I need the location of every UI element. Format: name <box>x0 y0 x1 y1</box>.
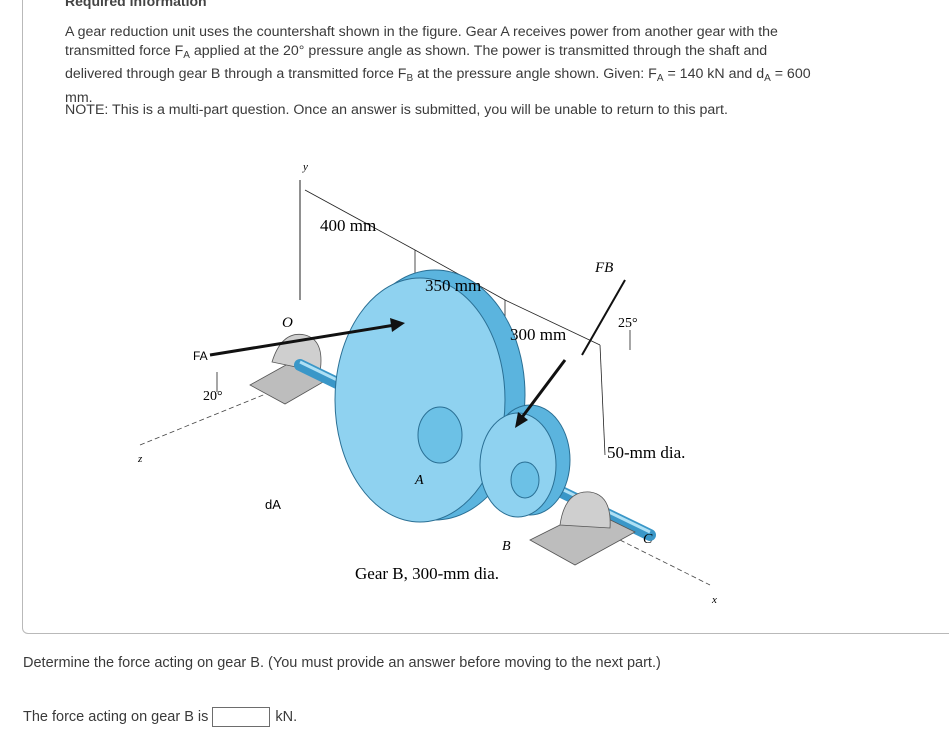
gear-a-face <box>334 277 506 523</box>
y-axis-label: y <box>302 161 308 173</box>
fb-label: FB <box>594 260 613 276</box>
prompt-line-1: A gear reduction unit uses the countersh… <box>65 24 778 40</box>
gear-b-caption: Gear B, 300-mm dia. <box>355 564 499 583</box>
z-axis-line <box>139 379 301 446</box>
dim-300-label: 300 mm <box>510 325 566 344</box>
shaft-dia-label: 50-mm dia. <box>607 443 685 462</box>
force-fb-arrow <box>518 359 567 421</box>
section-header: Required information <box>65 0 207 9</box>
gear-a-label: A <box>414 473 424 488</box>
problem-statement: A gear reduction unit uses the countersh… <box>65 23 915 108</box>
prompt-line-3: delivered through gear B through a trans… <box>65 66 811 85</box>
answer-label: The force acting on gear B is <box>23 709 209 725</box>
angle-25-label: 25° <box>618 316 638 331</box>
answer-unit: kN. <box>275 709 298 725</box>
gear-b-label: B <box>502 539 511 554</box>
prompt-line-4: mm. <box>65 89 93 106</box>
dim-400-label: 400 mm <box>320 216 376 235</box>
da-label: dA <box>265 497 281 512</box>
dim-350-label: 350 mm <box>425 276 481 295</box>
answer-row: The force acting on gear B is kN. <box>23 707 297 727</box>
origin-label: O <box>282 315 293 331</box>
prompt-line-2: transmitted force FA applied at the 20° … <box>65 43 768 62</box>
fa-label: FA <box>193 349 208 363</box>
z-axis-label: z <box>137 453 143 465</box>
x-axis-label: x <box>711 594 717 606</box>
note-text: NOTE: This is a multi-part question. Onc… <box>65 102 728 118</box>
force-fa-arrow <box>209 323 396 357</box>
countershaft-figure: y z x O 400 mm 350 mm 300 mm FA FB 20° 2… <box>137 161 717 606</box>
bearing-right-housing <box>559 491 611 529</box>
force-answer-input[interactable] <box>212 707 271 727</box>
x-axis-line <box>619 539 711 586</box>
question-text: Determine the force acting on gear B. (Y… <box>23 655 661 671</box>
angle-20-label: 20° <box>203 389 223 404</box>
point-c-label: C <box>643 532 653 547</box>
info-panel <box>22 0 949 634</box>
